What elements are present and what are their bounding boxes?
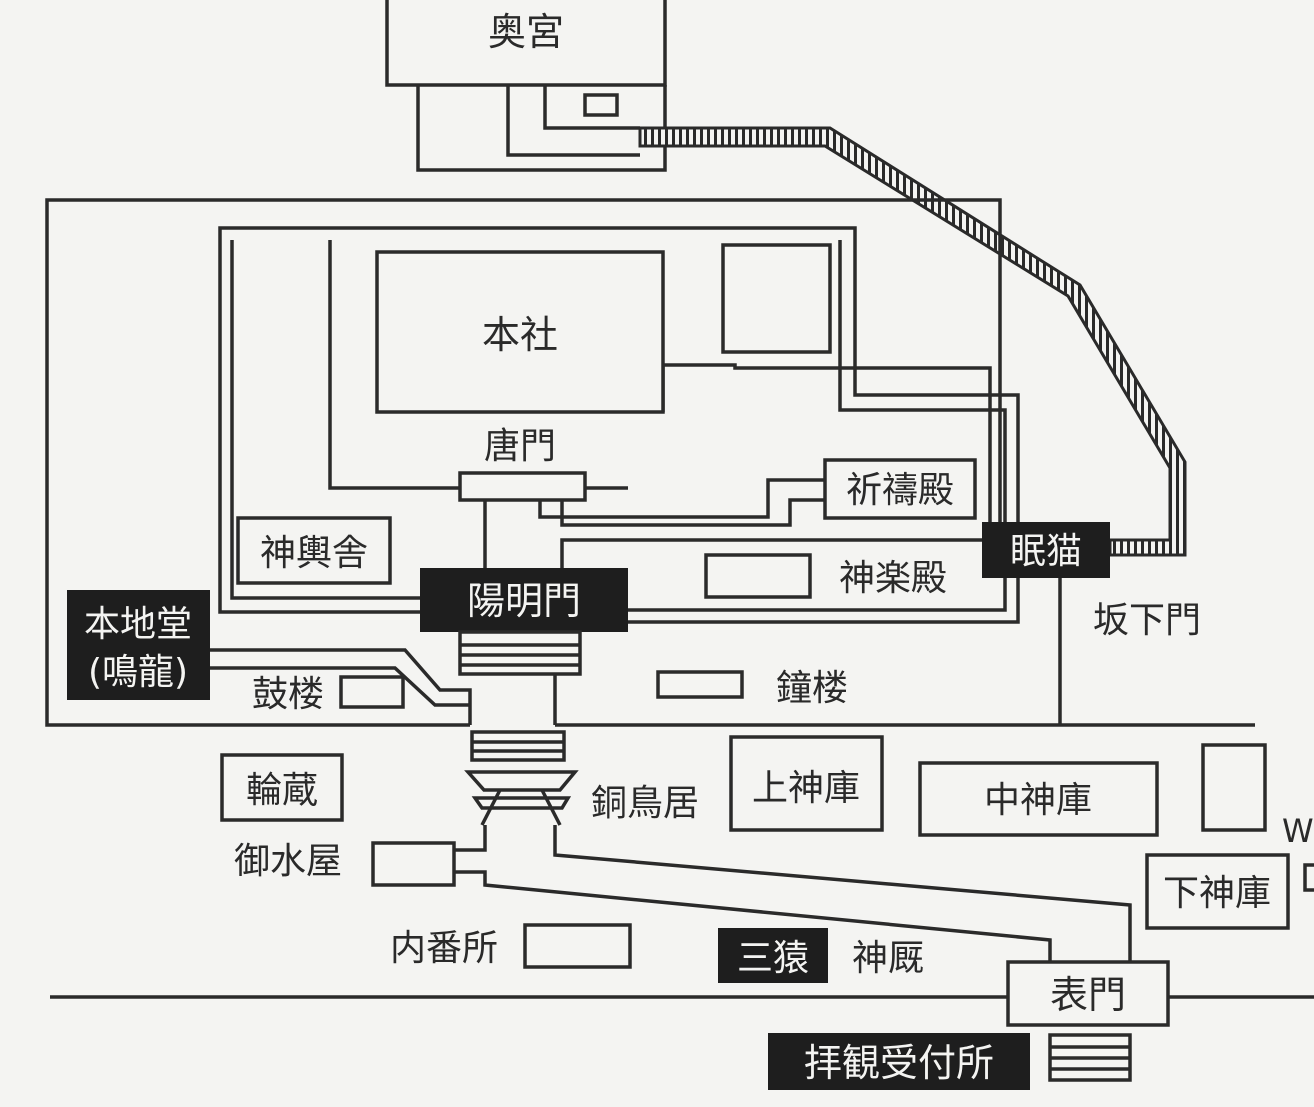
- small-structure: [583, 93, 619, 117]
- kaguraden-label: 神楽殿: [839, 558, 947, 599]
- shimo-jinko-building[interactable]: 下神庫: [1145, 853, 1290, 930]
- okumiya-building[interactable]: 奥宮: [385, 0, 667, 87]
- naka-jinko-building[interactable]: 中神庫: [918, 761, 1159, 837]
- kami-jinko-label: 上神庫: [752, 768, 860, 809]
- honsha-building[interactable]: 本社: [375, 250, 665, 414]
- omizuya-building[interactable]: [371, 841, 456, 887]
- restroom-w-label: W: [1282, 812, 1314, 850]
- restroom-building: [1201, 743, 1267, 832]
- reception-label: 拝観受付所: [804, 1041, 994, 1085]
- sanzaru-marker[interactable]: 三猿: [718, 928, 828, 983]
- dotorii-label: 銅鳥居: [591, 783, 699, 824]
- shimo-jinko-label: 下神庫: [1163, 873, 1271, 914]
- karamon-gate[interactable]: [458, 471, 587, 502]
- shinkyusha-label: 神厩: [852, 938, 924, 979]
- koro-label: 鼓楼: [252, 674, 324, 715]
- omotemon-gate[interactable]: 表門: [1006, 960, 1170, 1027]
- yomeimon-steps: [458, 630, 582, 676]
- nakiryu-label: (鳴龍): [88, 652, 188, 693]
- honsha-label: 本社: [482, 313, 558, 357]
- kitoden-label: 祈禱殿: [846, 470, 954, 511]
- auxiliary-building: [721, 243, 832, 354]
- rinzo-building[interactable]: 輪蔵: [220, 753, 344, 822]
- yomeimon-label: 陽明門: [467, 579, 581, 623]
- karamon-label: 唐門: [484, 426, 556, 467]
- koro-building[interactable]: [339, 675, 405, 709]
- kami-jinko-building[interactable]: 上神庫: [729, 735, 884, 832]
- omizuya-label: 御水屋: [234, 841, 342, 882]
- nemuri-neko-label: 眠猫: [1010, 531, 1082, 572]
- torii-icon: [464, 770, 579, 826]
- entrance-steps: [1048, 1033, 1132, 1082]
- kitoden-building[interactable]: 祈禱殿: [823, 458, 977, 520]
- yomeimon-gate[interactable]: 陽明門: [420, 568, 628, 632]
- naka-jinko-label: 中神庫: [984, 780, 1092, 821]
- shinyosha-building[interactable]: 神輿舎: [236, 516, 392, 585]
- sakashitamon-label: 坂下門: [1093, 600, 1201, 641]
- okumiya-label: 奥宮: [488, 10, 564, 54]
- sanzaru-label: 三猿: [737, 938, 809, 979]
- honjido-building[interactable]: 本地堂 (鳴龍): [67, 590, 210, 700]
- reception-marker[interactable]: 拝観受付所: [768, 1033, 1030, 1090]
- outer-wall: [45, 198, 1002, 727]
- kaguraden-building[interactable]: [704, 553, 812, 599]
- honjido-label: 本地堂: [84, 604, 192, 645]
- shoro-building[interactable]: [656, 670, 744, 699]
- shoro-label: 鐘楼: [776, 668, 848, 709]
- shinyosha-label: 神輿舎: [260, 533, 368, 574]
- omotemon-label: 表門: [1050, 973, 1126, 1017]
- uchibansho-label: 内番所: [390, 928, 498, 969]
- uchibansho-building[interactable]: [523, 923, 632, 969]
- nemuri-neko-marker[interactable]: 眠猫: [982, 522, 1110, 578]
- rinzo-label: 輪蔵: [246, 770, 318, 811]
- main-steps: [470, 730, 566, 762]
